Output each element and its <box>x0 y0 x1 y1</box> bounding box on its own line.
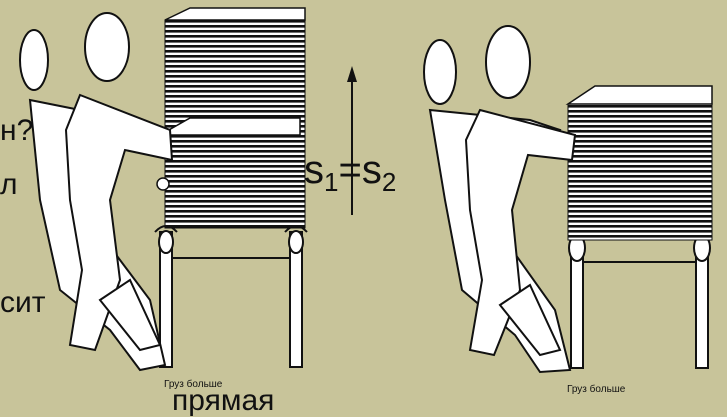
right-cart <box>569 235 710 368</box>
formula-s-right: s <box>362 148 382 192</box>
slide: н? л сит прямая <box>0 0 727 401</box>
left-paper-stack <box>157 8 305 228</box>
left-scene <box>20 8 307 370</box>
right-scene <box>424 26 712 372</box>
formula-subscript-1: 1 <box>324 167 338 197</box>
right-paper-stack <box>568 86 712 240</box>
right-person-front <box>466 26 575 355</box>
formula-s-left: s <box>304 148 324 192</box>
caption-left: Груз больше <box>164 379 222 390</box>
left-person-front <box>66 13 172 350</box>
formula-subscript-2: 2 <box>382 167 396 197</box>
caption-right: Груз больше <box>567 384 625 395</box>
left-cart <box>155 226 307 367</box>
illustration <box>0 0 727 401</box>
formula-equals: = <box>338 148 361 192</box>
formula-s1-equals-s2: s1=s2 <box>304 150 396 194</box>
